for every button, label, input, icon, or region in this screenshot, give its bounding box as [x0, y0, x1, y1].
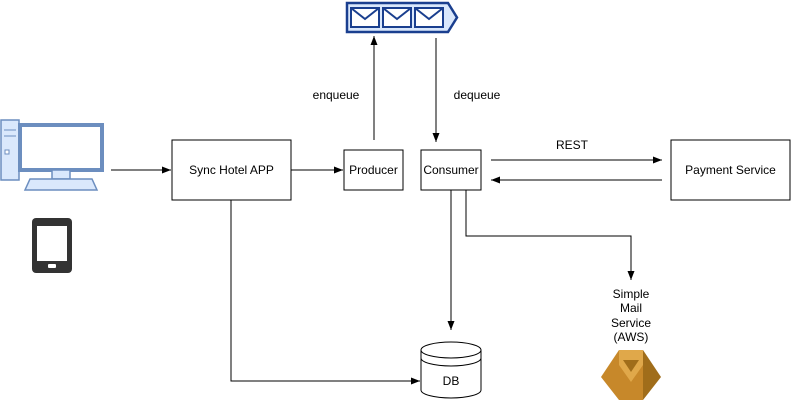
ses-label-line-3: Service — [611, 316, 651, 330]
ses-label-line-1: Simple — [613, 287, 650, 301]
ses-label: Simple Mail Service (AWS) — [611, 287, 651, 344]
consumer-label: Consumer — [423, 163, 478, 177]
message-queue-icon — [345, 1, 459, 34]
ses-label-line-4: (AWS) — [614, 330, 649, 344]
enqueue-label: enqueue — [313, 88, 360, 102]
dequeue-label: dequeue — [454, 88, 501, 102]
sync-hotel-app-box — [171, 139, 292, 201]
db-cylinder — [420, 341, 482, 399]
db-label: DB — [443, 374, 460, 388]
desktop-computer-icon — [0, 119, 104, 191]
mobile-phone-icon — [32, 218, 72, 273]
producer-label: Producer — [349, 163, 398, 177]
sync-hotel-app-label: Sync Hotel APP — [189, 163, 274, 177]
edge-consumer-to-ses — [465, 190, 635, 280]
ses-label-line-2: Mail — [620, 301, 642, 315]
edge-app-to-db — [230, 200, 420, 385]
producer-box — [343, 149, 404, 191]
aws-simple-email-service-icon — [601, 350, 661, 400]
consumer-box — [420, 149, 482, 191]
payment-service-box — [670, 139, 791, 201]
rest-label: REST — [556, 138, 589, 152]
payment-service-label: Payment Service — [685, 163, 776, 177]
